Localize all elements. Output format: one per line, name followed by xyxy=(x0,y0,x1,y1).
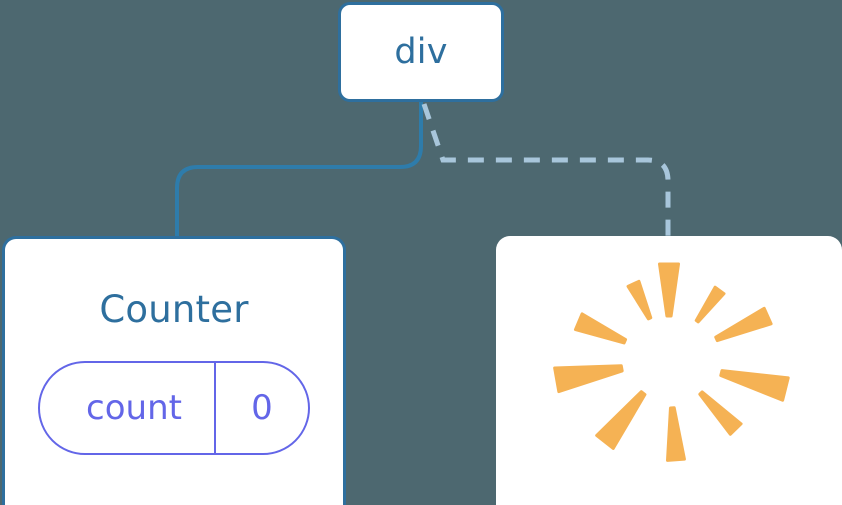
ray-n xyxy=(658,262,680,318)
node-div-label: div xyxy=(394,31,448,72)
node-counter-label: Counter xyxy=(99,288,249,331)
ray-e xyxy=(719,369,790,402)
node-counter[interactable]: Counter count 0 xyxy=(2,236,346,505)
ray-nnw xyxy=(626,279,653,321)
node-div[interactable]: div xyxy=(338,2,504,102)
ray-w xyxy=(553,364,624,394)
state-value-label: 0 xyxy=(214,363,308,453)
ray-s xyxy=(666,406,686,462)
ray-ese xyxy=(698,390,743,436)
node-burst[interactable] xyxy=(496,236,842,505)
ray-nne xyxy=(694,285,726,324)
state-key-label: count xyxy=(86,388,182,428)
burst-ray-group xyxy=(553,262,790,462)
ray-wnw xyxy=(573,312,628,345)
connector-root-to-burst xyxy=(421,103,671,240)
state-pill[interactable]: count 0 xyxy=(38,361,310,455)
sparkle-burst-icon xyxy=(553,262,790,462)
ray-ssw xyxy=(595,390,647,450)
connector-root-to-counter xyxy=(175,99,423,242)
ray-ene xyxy=(714,306,773,343)
